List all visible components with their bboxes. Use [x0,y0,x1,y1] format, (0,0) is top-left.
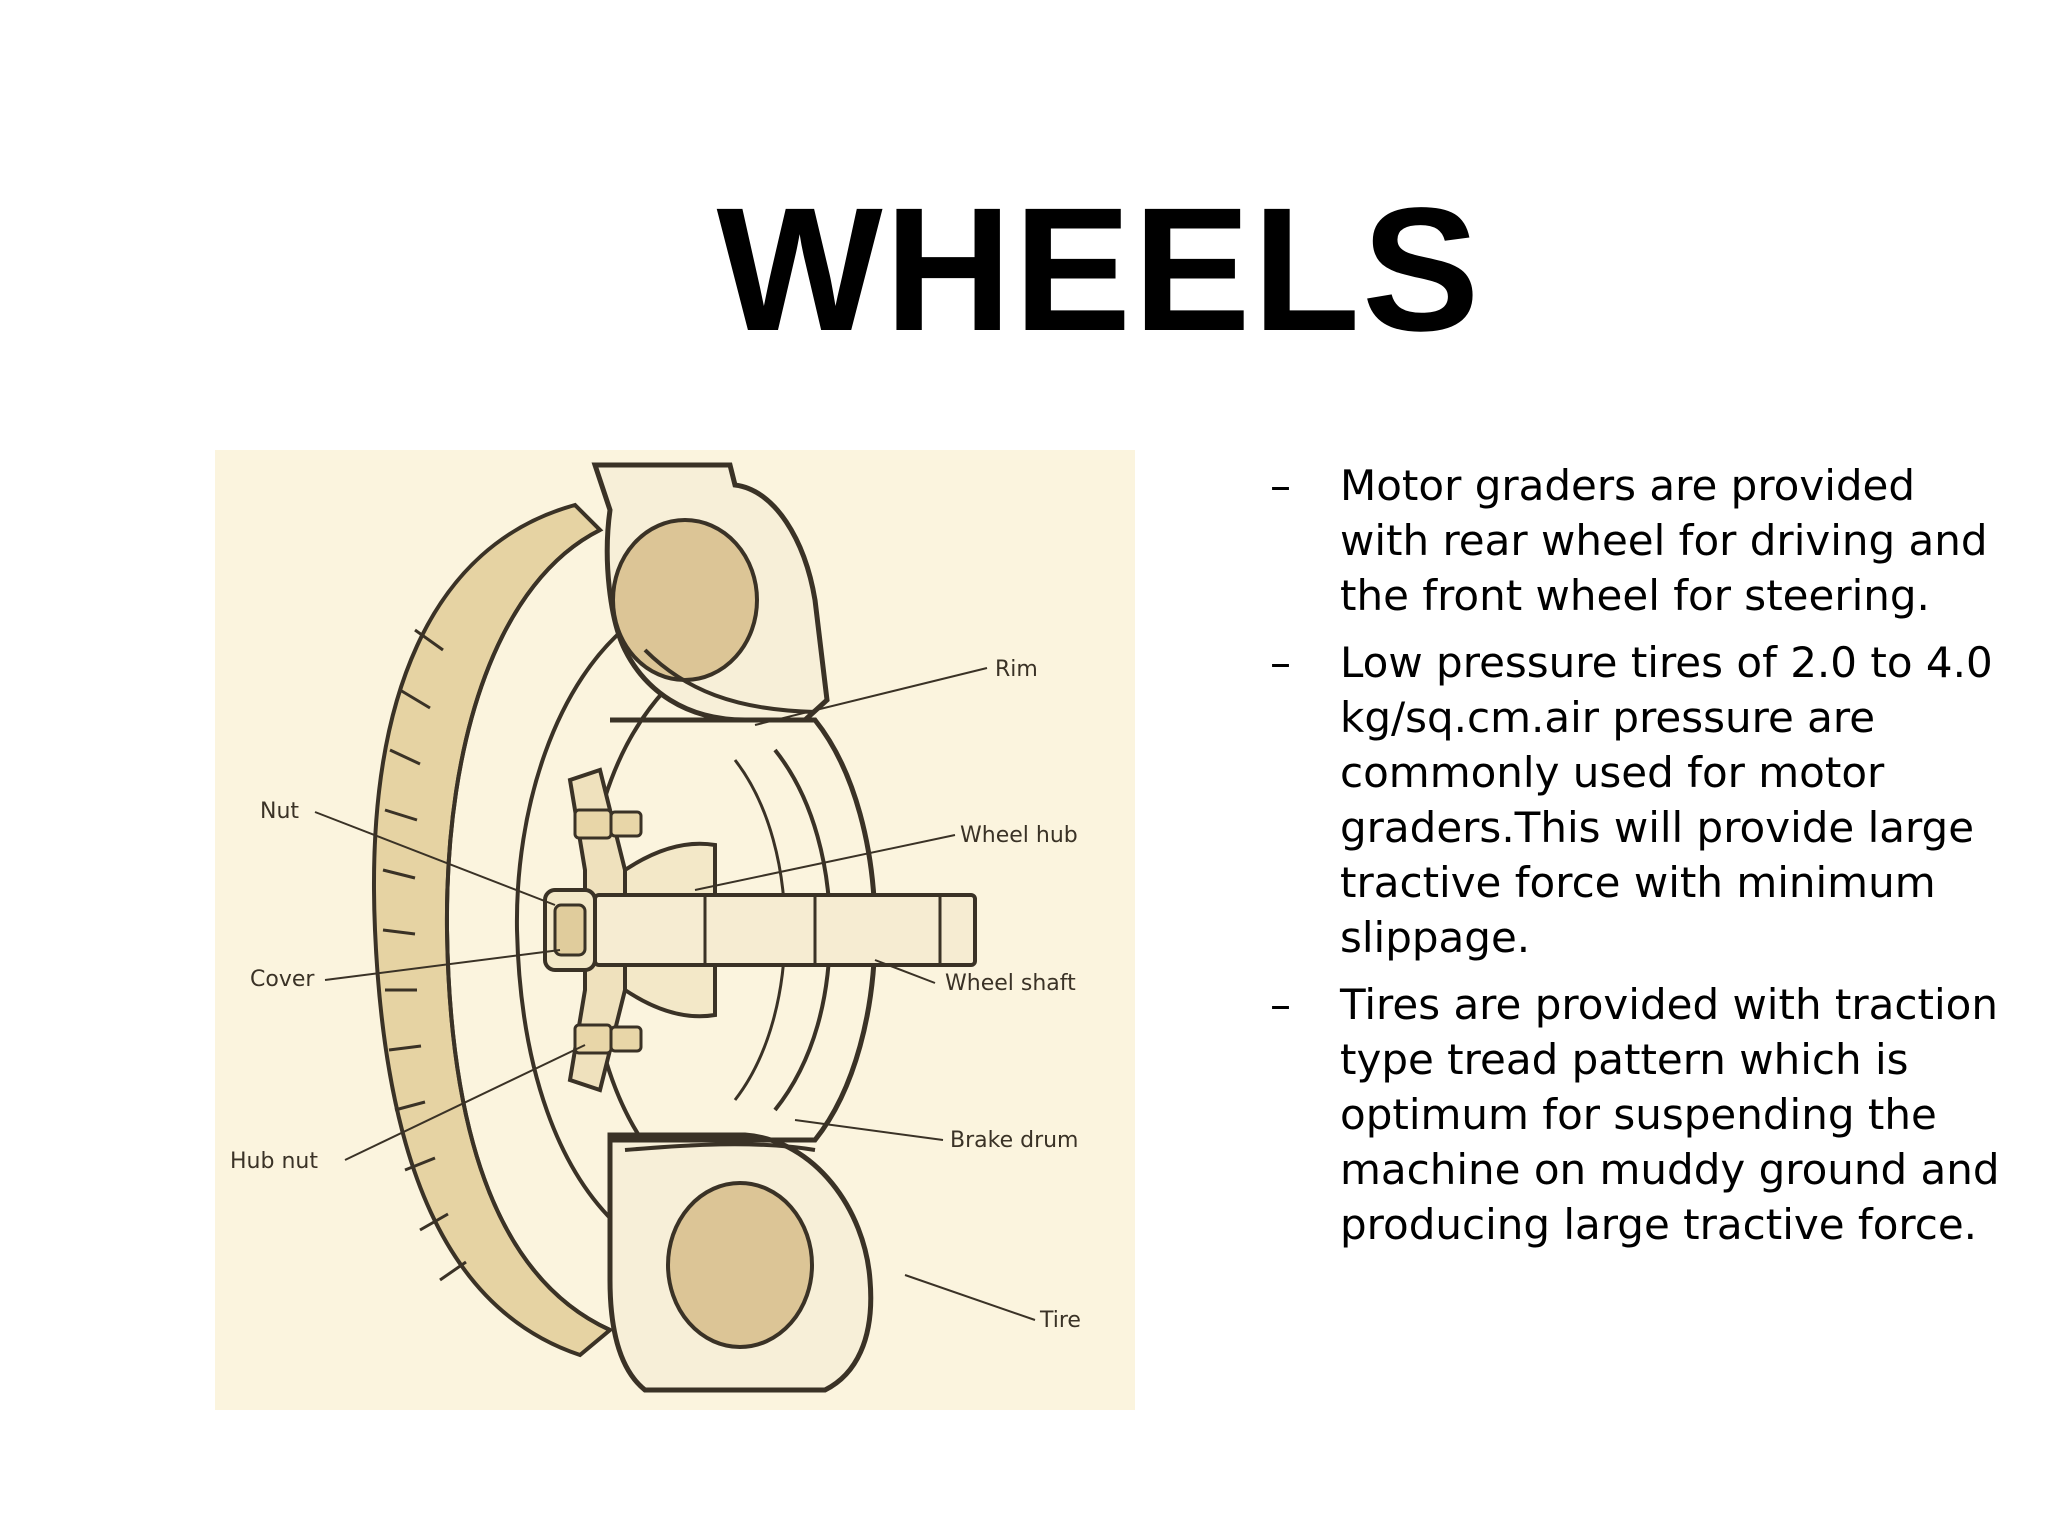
label-brake-drum: Brake drum [950,1128,1079,1153]
wheel-diagram: Rim Nut Wheel hub Cover Wheel shaft Brak… [215,450,1135,1410]
wheel-diagram-svg: Rim Nut Wheel hub Cover Wheel shaft Brak… [215,450,1135,1410]
label-tire: Tire [1039,1308,1081,1333]
bullet-item: – Motor graders are provided with rear w… [1270,458,2010,623]
bullet-list: – Motor graders are provided with rear w… [1270,458,2010,1264]
bullet-text: Motor graders are provided with rear whe… [1340,461,1988,620]
bullet-item: – Tires are provided with traction type … [1270,977,2010,1252]
bullet-dash: – [1270,980,1291,1029]
tire-section-bottom [607,1132,874,1393]
wheel-shaft [593,893,977,967]
label-nut: Nut [260,799,299,824]
tire-sidewall [444,528,611,1332]
label-wheel-hub: Wheel hub [960,823,1078,848]
label-hub-nut: Hub nut [230,1149,318,1174]
bullet-text: Low pressure tires of 2.0 to 4.0 kg/sq.c… [1340,638,1993,962]
bullet-dash: – [1270,461,1291,510]
label-rim: Rim [995,657,1038,682]
hub-nuts [573,808,643,1055]
slide-title: WHEELS [716,172,1482,368]
cover [543,888,597,972]
leader-lines [314,667,1036,1321]
tread-grooves [382,628,467,1282]
bullet-dash: – [1270,638,1291,687]
bullet-item: – Low pressure tires of 2.0 to 4.0 kg/sq… [1270,635,2010,965]
label-wheel-shaft: Wheel shaft [945,971,1076,996]
bullet-text: Tires are provided with traction type tr… [1340,980,2000,1249]
tire-section-top [591,462,830,723]
label-cover: Cover [250,967,315,992]
